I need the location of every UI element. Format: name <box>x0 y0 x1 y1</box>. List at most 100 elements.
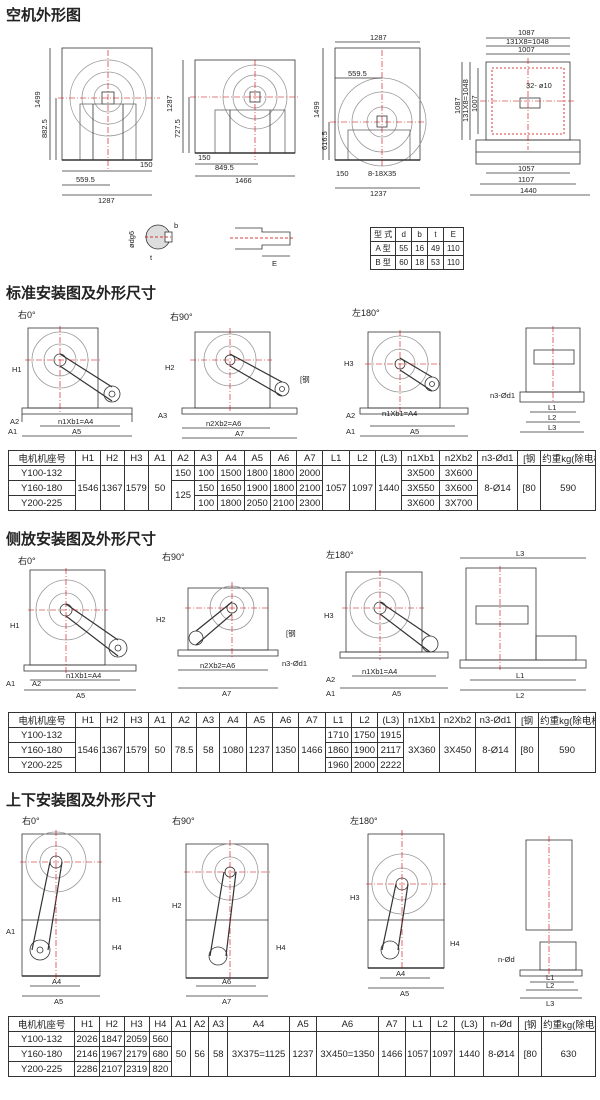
ud-hole: n-Ød <box>498 955 515 964</box>
view-right0: 右0° <box>18 309 36 320</box>
ud-a6: A6 <box>222 977 231 986</box>
side-a7: A7 <box>222 689 231 698</box>
view-right90: 右90° <box>170 311 193 322</box>
d4-b3: 1440 <box>520 186 537 195</box>
std-h1: H1 <box>12 365 22 374</box>
shaft-b-label: b <box>174 221 178 230</box>
table-row: Y100-132 1546 1367 1579 50 78.5 58 1080 … <box>7 727 596 773</box>
standard-drawings: 右0° 右90° 左180° H1 A2 A1 n1Xb1=A4 A5 H2 A… <box>8 307 585 439</box>
std-hole: n3-Ød1 <box>490 391 515 400</box>
d2-w2: 1466 <box>235 176 252 185</box>
side-steel: [钢 <box>286 628 296 638</box>
ud-h4: H4 <box>112 943 122 952</box>
d4-b2: 1107 <box>518 175 534 184</box>
updown-table-header: 电机机座号 H1 H2 H3 H4 A1 A2 A3 A4 A5 A6 A7 L… <box>7 1016 596 1032</box>
side-l1: L1 <box>516 671 524 680</box>
updown-view-right0: 右0° <box>22 815 40 826</box>
ud-l2: L2 <box>546 981 554 990</box>
shaft-table: 型 式 d b t E A 型 55 16 49 110 B 型 60 18 5… <box>369 227 464 270</box>
side-n1b: n1Xb1=A4 <box>362 667 397 676</box>
std-h3: H3 <box>344 359 354 368</box>
outline-drawings: 1499 882.5 559.5 1287 150 1287 727.5 849… <box>33 28 590 268</box>
d4-w1: 1087 <box>518 28 535 37</box>
updown-right0 <box>21 831 101 997</box>
updown-right90 <box>185 843 269 997</box>
ud-a4: A4 <box>52 977 61 986</box>
ud-h4c: H4 <box>450 939 460 948</box>
d4-h2: 131X8=1048 <box>461 79 470 122</box>
side-view-right0: 右0° <box>18 555 36 566</box>
side-n2: n2Xb2=A6 <box>200 661 235 670</box>
side-h3: H3 <box>324 611 334 620</box>
std-a1: A1 <box>8 427 17 436</box>
std-n1b: n1Xb1=A4 <box>382 409 417 418</box>
std-a2: A2 <box>10 417 19 426</box>
d3-top: 1287 <box>370 33 387 42</box>
d4-b1: 1057 <box>518 164 535 173</box>
ud-l3: L3 <box>546 999 554 1008</box>
shaft-t-label: t <box>150 253 153 262</box>
d1-w1: 559.5 <box>76 175 95 184</box>
d4-h1: 1087 <box>453 97 462 114</box>
ud-h3: H3 <box>350 893 360 902</box>
side-l2: L2 <box>516 691 524 700</box>
d4-holes: 32- ø10 <box>526 81 552 90</box>
d4-h3: 1007 <box>470 95 479 112</box>
std-a5: A5 <box>72 427 81 436</box>
ud-a4b: A4 <box>396 969 405 978</box>
ud-a7: A7 <box>222 997 231 1006</box>
d1-h2: 882.5 <box>40 119 49 138</box>
side-n1: n1Xb1=A4 <box>66 671 101 680</box>
updown-left180 <box>367 833 445 989</box>
ud-l1: L1 <box>546 973 554 982</box>
side-right90 <box>177 585 279 689</box>
d3-w1: 559.5 <box>348 69 367 78</box>
side-view-left180: 左180° <box>326 549 354 560</box>
table-row: Y200-225 100 1800 2050 2100 2300 3X600 3… <box>7 495 596 511</box>
std-a7: A7 <box>235 429 244 438</box>
shaft-section <box>145 224 173 250</box>
d2-w1: 849.5 <box>215 163 234 172</box>
shaft-table-header: 型 式 d b t E <box>369 227 464 242</box>
table-row: Y160-180 125 150 1650 1900 1800 2100 3X5… <box>7 480 596 511</box>
d4-w2: 131X8=1048 <box>506 37 549 46</box>
standard-table: 电机机座号 H1 H2 H3 A1 A2 A3 A4 A5 A6 A7 L1 L… <box>7 450 596 511</box>
table-row: Y200-225 1960 2000 2222 <box>7 757 596 773</box>
view-left180: 左180° <box>352 307 380 318</box>
standard-table-header: 电机机座号 H1 H2 H3 A1 A2 A3 A4 A5 A6 A7 L1 L… <box>7 450 596 466</box>
side-side-view <box>459 557 587 691</box>
table-row: Y200-225 2286 2107 2319 820 <box>7 1061 596 1077</box>
ud-a1: A1 <box>6 927 15 936</box>
d1-h1: 1499 <box>33 91 42 108</box>
table-row: Y160-180 2146 1967 2179 680 <box>7 1046 596 1062</box>
standard-left180 <box>359 331 469 437</box>
side-h1: H1 <box>10 621 20 630</box>
shaft-side <box>230 227 295 257</box>
table-row: Y100-132 1546 1367 1579 50 150 100 1500 … <box>7 465 596 511</box>
side-a2: A2 <box>32 679 41 688</box>
ud-h4b: H4 <box>276 943 286 952</box>
d2-base: 150 <box>198 153 211 162</box>
updown-title: 上下安装图及外形尺寸 <box>6 791 157 809</box>
side-view-right90: 右90° <box>162 551 185 562</box>
std-a2b: A2 <box>346 411 355 420</box>
updown-view-right90: 右90° <box>172 815 195 826</box>
side-left180 <box>339 571 449 689</box>
outline-view-1 <box>49 47 153 196</box>
side-table-header: 电机机座号 H1 H2 H3 A1 A2 A3 A4 A5 A6 A7 L1 L… <box>7 712 596 728</box>
ud-h2: H2 <box>172 901 182 910</box>
updown-drawings: 右0° 右90° 左180° H1 H4 A1 A4 A5 H2 H4 A6 A… <box>6 815 583 1008</box>
d3-w2: 1237 <box>370 189 387 198</box>
shaft-d-label: ødg6 <box>127 231 136 248</box>
std-l2: L2 <box>548 413 556 422</box>
shaft-table-row: B 型 60 18 53 110 <box>369 255 464 270</box>
side-a2b: A2 <box>326 675 335 684</box>
std-steel: [钢 <box>300 374 310 384</box>
side-a1b: A1 <box>326 689 335 698</box>
d3-holes: 8-18X35 <box>368 169 396 178</box>
d1-w2: 1287 <box>98 196 115 205</box>
ud-h1: H1 <box>112 895 122 904</box>
side-hole: n3-Ød1 <box>282 659 307 668</box>
side-a1: A1 <box>6 679 15 688</box>
table-row: Y100-132 2026 1847 2059 560 50 56 58 3X3… <box>7 1031 596 1077</box>
